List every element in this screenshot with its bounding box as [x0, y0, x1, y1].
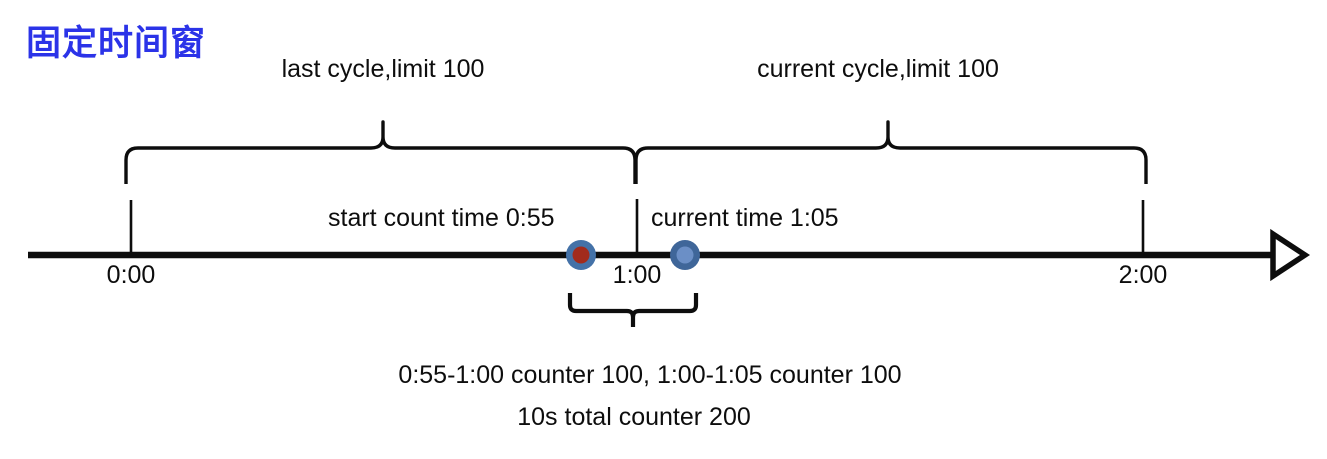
axis-tick-label-0: 0:00 — [106, 261, 156, 289]
current-time-marker[interactable] — [670, 240, 700, 270]
counted-window-brace — [567, 293, 699, 327]
current-cycle-brace — [634, 120, 1148, 184]
current-time-marker-core — [676, 246, 694, 264]
axis-tick-label-2: 2:00 — [1118, 261, 1168, 289]
start-count-marker-core — [572, 246, 590, 264]
total-counter-label: 10s total counter 200 — [517, 403, 751, 431]
counter-breakdown-label: 0:55-1:00 counter 100, 1:00-1:05 counter… — [398, 361, 902, 389]
current-time-label: current time 1:05 — [651, 204, 839, 232]
page-title: 固定时间窗 — [26, 24, 207, 63]
arrow-right-icon — [1270, 228, 1311, 282]
last-cycle-label: last cycle,limit 100 — [281, 55, 485, 83]
current-cycle-label: current cycle,limit 100 — [757, 55, 999, 83]
start-count-time-label: start count time 0:55 — [328, 204, 555, 232]
axis-tick-label-1: 1:00 — [612, 261, 662, 289]
start-count-marker[interactable] — [566, 240, 596, 270]
last-cycle-brace — [124, 120, 637, 184]
